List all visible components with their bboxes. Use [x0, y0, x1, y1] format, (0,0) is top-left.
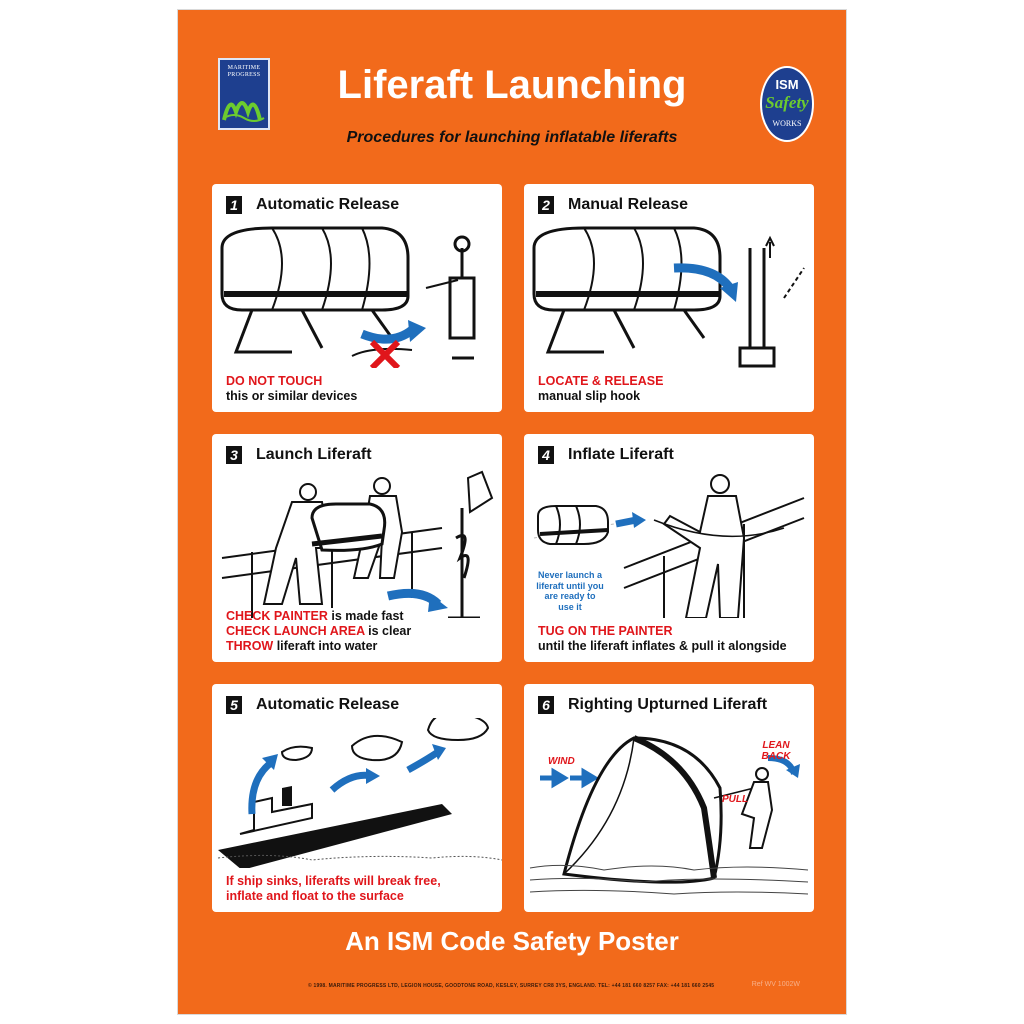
- ism-safety-works-logo: ISM Safety WORKS: [760, 66, 814, 142]
- panel-automatic-release-sinking: 5 Automatic Release If ship sinks, lifer…: [212, 684, 502, 912]
- wave-m-icon: [222, 101, 265, 122]
- warning-note: Never launch a liferaft until you are re…: [536, 570, 604, 612]
- page-title: Liferaft Launching: [337, 63, 687, 107]
- panel-righting-upturned-liferaft: 6 Righting Upturned Liferaft WIND PULL L…: [524, 684, 814, 912]
- panel-caption: TUG ON THE PAINTER until the liferaft in…: [538, 624, 787, 653]
- panel-caption: LOCATE & RELEASE manual slip hook: [538, 374, 664, 403]
- page-subtitle: Procedures for launching inflatable life…: [346, 129, 678, 146]
- righting-liferaft-illustration: [529, 735, 809, 895]
- liferaft-canister-illustration: [220, 226, 476, 368]
- crew-throwing-liferaft-illustration: [221, 470, 494, 618]
- panel-title: Automatic Release: [256, 196, 400, 213]
- panel-inflate-liferaft: 4 Inflate Liferaft Never launch a lifera…: [524, 434, 814, 662]
- panel-caption: DO NOT TOUCH this or similar devices: [226, 374, 358, 403]
- lean-back-label: LEAN BACK: [761, 740, 791, 762]
- panel-launch-liferaft: 3 Launch Liferaft CHECK PAINTER is made …: [212, 434, 502, 662]
- panel-caption: If ship sinks, liferafts will break free…: [226, 874, 441, 903]
- panel-title: Automatic Release: [256, 696, 400, 713]
- panel-title: Manual Release: [568, 196, 689, 213]
- panel-title: Inflate Liferaft: [568, 446, 674, 463]
- sinking-ship-illustration: [217, 718, 502, 868]
- panel-title: Launch Liferaft: [256, 446, 372, 463]
- step-number: 4: [538, 446, 554, 464]
- panel-automatic-release: 1 Automatic Release DO NOT TOUCH this or…: [212, 184, 502, 412]
- step-number: 1: [226, 196, 242, 214]
- footer-title: An ISM Code Safety Poster: [345, 926, 679, 956]
- wind-label: WIND: [548, 756, 575, 767]
- panel-caption: CHECK PAINTER is made fast CHECK LAUNCH …: [226, 609, 412, 653]
- copyright-line: © 1998. MARITIME PROGRESS LTD, LEGION HO…: [308, 983, 715, 989]
- step-number: 6: [538, 696, 554, 714]
- tugging-painter-illustration: [533, 474, 805, 618]
- reference-code: Ref WV 1002W: [751, 981, 800, 988]
- panel-title: Righting Upturned Liferaft: [568, 696, 768, 713]
- step-number: 3: [226, 446, 242, 464]
- step-number: 5: [226, 696, 242, 714]
- slip-hook-illustration: [532, 226, 805, 368]
- step-number: 2: [538, 196, 554, 214]
- pull-label: PULL: [722, 794, 749, 805]
- panel-manual-release: 2 Manual Release LOCATE & RELEASE manual…: [524, 184, 814, 412]
